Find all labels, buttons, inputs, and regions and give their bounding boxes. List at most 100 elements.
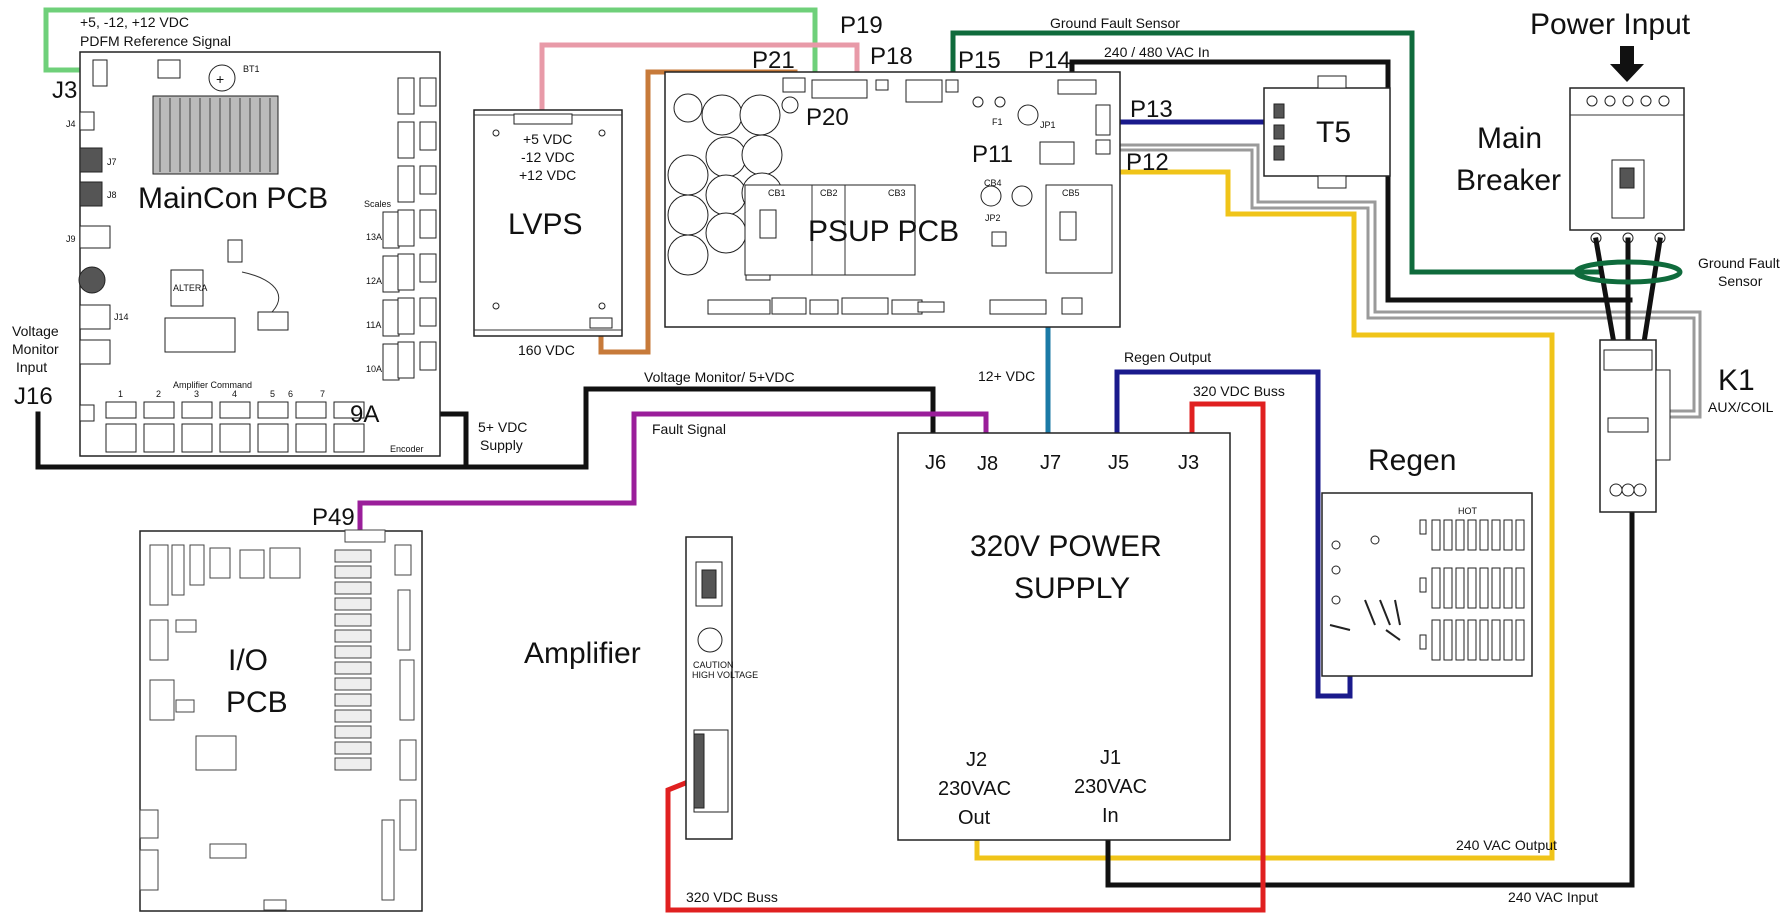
voltage-monitor-label: Voltage Monitor/ 5+VDC bbox=[644, 369, 795, 385]
j1-label: J1 bbox=[1100, 747, 1121, 769]
wire-p12-gray-1 bbox=[1108, 143, 1702, 419]
regen: HOT bbox=[1321, 492, 1533, 677]
amp-channel-1: 1 bbox=[118, 389, 123, 399]
main-breaker-line2: Breaker bbox=[1456, 164, 1561, 197]
p19-label: P19 bbox=[840, 12, 883, 39]
p18-label: P18 bbox=[870, 43, 913, 70]
amplifier: CAUTION HIGH VOLTAGE bbox=[685, 536, 758, 840]
cb1-label: CB1 bbox=[768, 188, 786, 198]
lvps-output-12v: +12 VDC bbox=[519, 167, 576, 183]
jp1-label: JP1 bbox=[1040, 120, 1056, 130]
bt1-label: BT1 bbox=[243, 64, 260, 74]
amp-channel-6: 6 bbox=[288, 389, 293, 399]
jp2-label: JP2 bbox=[985, 213, 1001, 223]
cb3-label: CB3 bbox=[888, 188, 906, 198]
psup-bottom-connectors bbox=[707, 297, 1083, 315]
j5-label: J5 bbox=[1108, 452, 1129, 474]
p21-label: P21 bbox=[752, 47, 795, 74]
wire-fault-signal bbox=[357, 411, 989, 540]
j3-ps-label: J3 bbox=[1178, 452, 1199, 474]
gf-sensor-label-line2: Sensor bbox=[1718, 273, 1763, 289]
j7-label: J7 bbox=[1040, 452, 1061, 474]
j9-label: J9 bbox=[66, 234, 76, 244]
io-title-line1: I/O bbox=[228, 644, 268, 677]
lvps-output-5v: +5 VDC bbox=[523, 131, 572, 147]
cb5-label: CB5 bbox=[1062, 188, 1080, 198]
j1-voltage-label: 230VAC bbox=[1074, 776, 1147, 798]
lvps: +5 VDC -12 VDC +12 VDC LVPS bbox=[473, 109, 623, 337]
supply-5vdc-line2: Supply bbox=[480, 437, 523, 453]
k1-contactor bbox=[1599, 339, 1671, 513]
scale-label-10a: 10A bbox=[366, 364, 382, 374]
240vac-output-label: 240 VAC Output bbox=[1456, 837, 1557, 853]
j7-maincon-label: J7 bbox=[107, 157, 117, 167]
regen-title: Regen bbox=[1368, 444, 1456, 477]
j8-label: J8 bbox=[977, 453, 998, 475]
12vdc-label: 12+ VDC bbox=[978, 368, 1035, 384]
voltage-monitor-input-line1: Voltage bbox=[12, 323, 59, 339]
wire-voltage-monitor bbox=[35, 386, 936, 470]
power-input-arrow bbox=[1610, 46, 1644, 82]
lvps-output-minus12v: -12 VDC bbox=[521, 149, 575, 165]
high-voltage-label: HIGH VOLTAGE bbox=[692, 670, 758, 680]
p13-label: P13 bbox=[1130, 96, 1173, 123]
gf-sensor-label-line1: Ground Fault bbox=[1698, 255, 1780, 271]
cb4-label: CB4 bbox=[984, 178, 1002, 188]
amp-channel-4: 4 bbox=[232, 389, 237, 399]
320vdc-buss-top-label: 320 VDC Buss bbox=[1193, 383, 1285, 399]
amplifier-command-connectors: 1 2 3 4 5 6 7 bbox=[105, 389, 365, 453]
j2-label: J2 bbox=[966, 749, 987, 771]
amp-channel-7: 7 bbox=[320, 389, 325, 399]
main-breaker-line1: Main bbox=[1477, 122, 1542, 155]
wire-lvps-p19 bbox=[539, 42, 860, 118]
p15-label: P15 bbox=[958, 47, 1001, 74]
voltage-monitor-input-line2: Monitor bbox=[12, 341, 59, 357]
regen-output-label: Regen Output bbox=[1124, 349, 1211, 365]
240vac-input-label: 240 VAC Input bbox=[1508, 889, 1598, 905]
power-supply-title-line2: SUPPLY bbox=[1014, 572, 1130, 605]
j6-label: J6 bbox=[925, 452, 946, 474]
k1-title: K1 bbox=[1718, 364, 1755, 397]
wire-regen-output bbox=[1114, 369, 1353, 699]
j2-voltage-label: 230VAC bbox=[938, 778, 1011, 800]
t5-title: T5 bbox=[1316, 116, 1351, 149]
j2-direction-label: Out bbox=[958, 807, 991, 829]
scale-label-13a: 13A bbox=[366, 232, 382, 242]
j4-label: J4 bbox=[66, 119, 76, 129]
io-title-line2: PCB bbox=[226, 686, 288, 719]
cb2-label: CB2 bbox=[820, 188, 838, 198]
amp-channel-5: 5 bbox=[270, 389, 275, 399]
k1-aux-coil-label: AUX/COIL bbox=[1708, 399, 1774, 415]
lvps-title: LVPS bbox=[508, 208, 583, 241]
amplifier-title: Amplifier bbox=[524, 637, 641, 670]
amplifier-command-label: Amplifier Command bbox=[173, 380, 252, 390]
power-input-title: Power Input bbox=[1530, 8, 1691, 41]
psup-title: PSUP PCB bbox=[808, 215, 959, 248]
wire-pdfm-reference bbox=[43, 7, 818, 88]
f1-label: F1 bbox=[992, 117, 1003, 127]
scales-label: Scales bbox=[364, 199, 392, 209]
ground-fault-sensor-ring bbox=[1573, 259, 1683, 285]
320vdc-buss-bottom-label: 320 VDC Buss bbox=[686, 889, 778, 905]
nine-a-label: 9A bbox=[350, 401, 379, 428]
wire-p12-gray-2 bbox=[1108, 148, 1696, 413]
160vdc-label: 160 VDC bbox=[518, 342, 575, 358]
svg-text:+: + bbox=[216, 71, 224, 87]
caution-label: CAUTION bbox=[693, 660, 734, 670]
p12-label: P12 bbox=[1126, 149, 1169, 176]
p20-label: P20 bbox=[806, 104, 849, 131]
wire-vac-in bbox=[1069, 59, 1633, 303]
p11-label: P11 bbox=[972, 141, 1013, 168]
io-relay-column bbox=[334, 549, 372, 771]
j3-maincon-label: J3 bbox=[52, 77, 77, 104]
power-supply-title-line1: 320V POWER bbox=[970, 530, 1162, 563]
psup-pcb: F1 JP1 CB1 CB2 CB3 CB4 JP2 CB5 PSUP PCB bbox=[664, 71, 1121, 328]
j16-label: J16 bbox=[14, 383, 53, 410]
main-breaker bbox=[1569, 87, 1685, 244]
pdfm-voltages-label: +5, -12, +12 VDC bbox=[80, 14, 189, 30]
scale-label-11a: 11A bbox=[366, 320, 381, 330]
power-supply-320v: J6 J8 J7 J5 J3 320V POWER SUPPLY J2 230V… bbox=[897, 432, 1231, 841]
wire-ground-fault-sensor bbox=[950, 30, 1601, 275]
breaker-to-k1-wires bbox=[1593, 237, 1663, 358]
